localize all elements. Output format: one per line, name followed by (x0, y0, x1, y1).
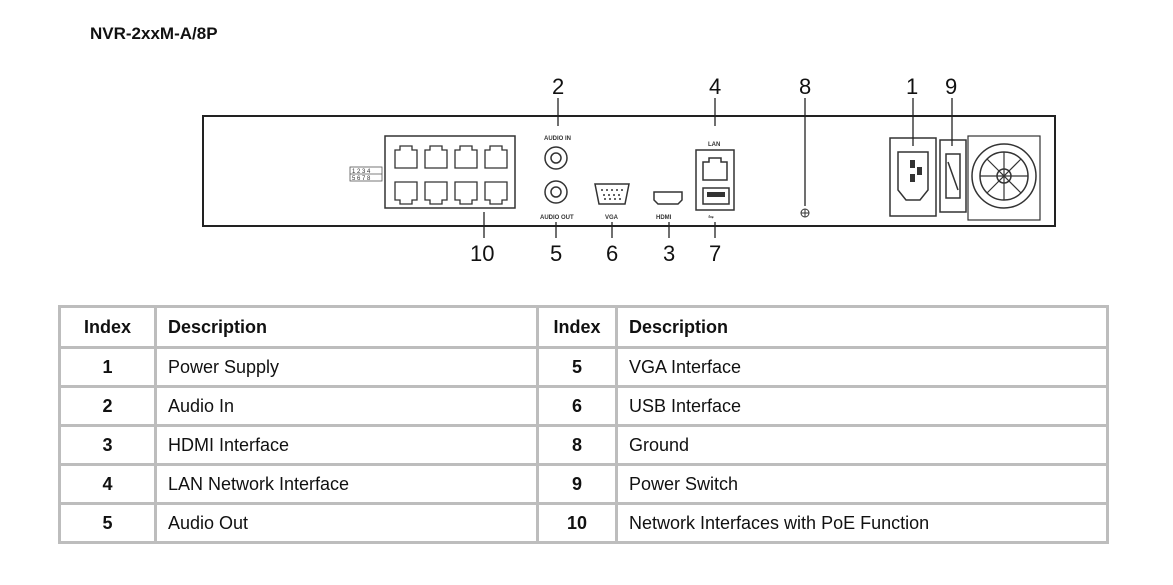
row-description-right: Network Interfaces with PoE Function (615, 502, 1109, 544)
table-row: 2 Audio In 6 USB Interface (58, 385, 1109, 427)
vga-port (594, 183, 630, 205)
hdmi-label: HDMI (656, 215, 672, 221)
header-index-right: Index (536, 305, 618, 349)
row-index-left: 2 (58, 385, 157, 427)
row-description-right: Ground (615, 424, 1109, 466)
callout-6: 6 (606, 241, 618, 266)
audio-out-jack (544, 180, 568, 204)
page-title: NVR-2xxM-A/8P (90, 24, 218, 43)
usb-label: ⇋ (708, 214, 714, 221)
row-index-right: 5 (536, 346, 618, 388)
table-row: 1 Power Supply 5 VGA Interface (58, 346, 1109, 388)
chassis-outline (202, 115, 1056, 227)
row-index-left: 3 (58, 424, 157, 466)
callout-4: 4 (709, 74, 721, 99)
audio-in-jack (544, 146, 568, 170)
row-description-left: LAN Network Interface (154, 463, 539, 505)
lan-port (695, 149, 735, 211)
header-description-right: Description (615, 305, 1109, 349)
row-description-right: USB Interface (615, 385, 1109, 427)
row-index-right: 6 (536, 385, 618, 427)
usb-port (702, 187, 730, 205)
row-description-left: Audio In (154, 385, 539, 427)
fan-grille (967, 135, 1041, 221)
row-description-left: Audio Out (154, 502, 539, 544)
power-switch (939, 139, 967, 213)
callout-1: 1 (906, 74, 918, 99)
audio-in-label: AUDIO IN (544, 136, 571, 142)
audio-out-label: AUDIO OUT (540, 215, 574, 221)
poe-port-block (384, 135, 516, 209)
callout-10: 10 (470, 241, 494, 266)
poe-number-grid: 1 2 3 4 5 6 7 8 (349, 166, 383, 182)
row-description-left: HDMI Interface (154, 424, 539, 466)
callout-2: 2 (552, 74, 564, 99)
callout-5: 5 (550, 241, 562, 266)
callout-7: 7 (709, 241, 721, 266)
row-index-left: 4 (58, 463, 157, 505)
callout-8: 8 (799, 74, 811, 99)
row-description-left: Power Supply (154, 346, 539, 388)
row-index-right: 10 (536, 502, 618, 544)
callout-9: 9 (945, 74, 957, 99)
header-description-left: Description (154, 305, 539, 349)
row-description-right: Power Switch (615, 463, 1109, 505)
row-description-right: VGA Interface (615, 346, 1109, 388)
table-row: 5 Audio Out 10 Network Interfaces with P… (58, 502, 1109, 544)
ground-terminal (800, 208, 810, 218)
vga-label: VGA (605, 215, 619, 221)
table-row: 4 LAN Network Interface 9 Power Switch (58, 463, 1109, 505)
row-index-right: 8 (536, 424, 618, 466)
header-index-left: Index (58, 305, 157, 349)
table-row: 3 HDMI Interface 8 Ground (58, 424, 1109, 466)
svg-text:5 6 7 8: 5 6 7 8 (352, 176, 371, 182)
row-index-left: 5 (58, 502, 157, 544)
hdmi-port (653, 191, 683, 205)
callout-3: 3 (663, 241, 675, 266)
row-index-right: 9 (536, 463, 618, 505)
interface-table: Index Description Index Description 1 Po… (58, 305, 1109, 544)
svg-text:1 2 3 4: 1 2 3 4 (352, 169, 371, 175)
lan-label: LAN (708, 142, 720, 148)
nvr-rear-panel-diagram: 1 2 3 4 5 6 7 8 AUDIO IN AUDIO OUT VGA H… (0, 0, 1173, 290)
callout-lines (483, 98, 953, 238)
power-supply-inlet (889, 137, 937, 217)
table-header-row: Index Description Index Description (58, 305, 1109, 349)
row-index-left: 1 (58, 346, 157, 388)
